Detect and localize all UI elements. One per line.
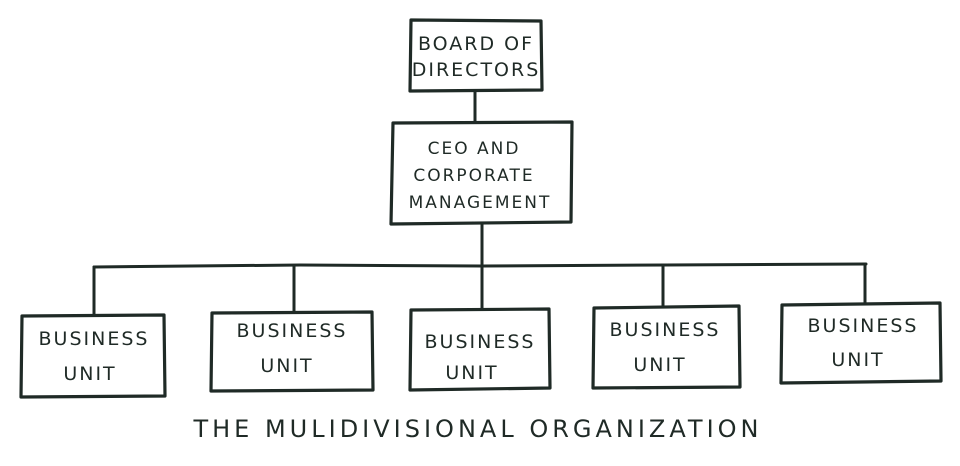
connector-horizontal-bus [92,262,868,269]
ceo-label-line2: CORPORATE [413,166,534,186]
connector-lines [92,88,868,318]
business-unit-3-label-line2: UNIT [445,362,498,384]
board-box-frame [408,18,544,93]
business-unit-1-label-line1: BUSINESS [39,328,150,350]
diagram-caption: THE MULIDIVISIONAL ORGANIZATION [192,415,762,443]
business-unit-box-5: BUSINESS UNIT [779,301,943,385]
business-unit-5-frame [779,301,943,385]
business-unit-2-frame [209,310,375,393]
board-label-line2: DIRECTORS [412,59,541,81]
board-of-directors-box: BOARD OF DIRECTORS [408,18,544,93]
ceo-box-frame [389,120,574,226]
business-unit-5-label-line2: UNIT [831,349,884,371]
business-unit-4-label-line2: UNIT [633,354,686,376]
business-unit-box-4: BUSINESS UNIT [591,304,742,390]
ceo-label-line3: MANAGEMENT [409,193,552,213]
business-unit-5-label-line1: BUSINESS [808,315,919,337]
business-unit-2-label-line2: UNIT [260,355,313,377]
business-unit-box-3: BUSINESS UNIT [408,307,552,392]
ceo-label-line1: CEO AND [428,139,521,159]
business-unit-box-2: BUSINESS UNIT [209,310,375,393]
business-unit-1-label-line2: UNIT [63,363,116,385]
business-unit-3-frame [408,307,552,392]
board-label-line1: BOARD OF [418,33,534,55]
business-unit-1-frame [19,313,167,399]
business-unit-3-label-line1: BUSINESS [425,331,536,353]
business-unit-4-frame [591,304,742,390]
business-unit-box-1: BUSINESS UNIT [19,313,167,399]
business-unit-2-label-line1: BUSINESS [237,320,348,342]
ceo-corporate-management-box: CEO AND CORPORATE MANAGEMENT [389,120,574,226]
business-unit-4-label-line1: BUSINESS [610,319,721,341]
